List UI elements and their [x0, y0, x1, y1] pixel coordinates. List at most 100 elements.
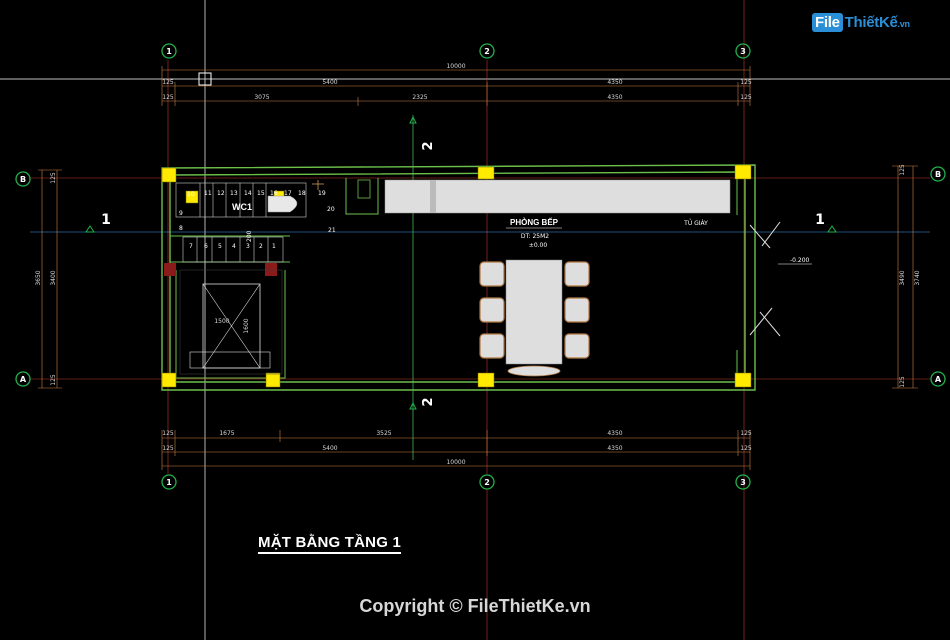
drawing-title: MẶT BẰNG TẦNG 1 [258, 534, 401, 554]
svg-text:1: 1 [272, 243, 276, 250]
grid-label: A [20, 375, 27, 384]
svg-text:125: 125 [50, 172, 57, 184]
svg-text:18: 18 [298, 190, 306, 197]
grid-label: 1 [166, 478, 172, 487]
kitchen-counter [384, 179, 731, 214]
grid-label: 2 [484, 478, 490, 487]
svg-text:5: 5 [218, 243, 222, 250]
logo-file: File [812, 13, 843, 32]
svg-text:125: 125 [162, 445, 174, 452]
grid-bubble-right-B [930, 166, 946, 182]
kitchen-level: ±0.00 [529, 242, 548, 249]
grid-bubbles: 1 2 3 1 2 3 B A B A [15, 43, 946, 490]
svg-text:16: 16 [270, 190, 278, 197]
svg-text:125: 125 [899, 164, 906, 176]
crosshair-box [198, 72, 212, 86]
svg-text:2: 2 [259, 243, 263, 250]
svg-text:17: 17 [284, 190, 292, 197]
svg-text:3075: 3075 [254, 94, 269, 101]
elevator-diagonal-2 [202, 283, 261, 369]
shower-icon [312, 180, 324, 190]
wc-label: WC1 [232, 202, 252, 212]
toilet-icon [267, 195, 298, 213]
dimension-lines-sides [38, 165, 918, 389]
logo-ext: .vn [897, 19, 910, 29]
svg-text:125: 125 [162, 79, 174, 86]
grid-label: 3 [740, 478, 746, 487]
svg-text:125: 125 [162, 430, 174, 437]
svg-text:12: 12 [217, 190, 225, 197]
entrance-doors [749, 221, 781, 337]
svg-text:10: 10 [187, 191, 195, 198]
svg-text:8: 8 [179, 225, 183, 232]
svg-text:19: 19 [318, 190, 326, 197]
elevator-hatch [179, 269, 283, 375]
svg-text:11: 11 [204, 190, 212, 197]
elevator-door [189, 351, 271, 369]
grid-bubble-right-A [930, 371, 946, 387]
dimension-text-sides: 125 3400 3650 125 125 3490 3740 125 [35, 164, 921, 388]
svg-text:125: 125 [50, 374, 57, 386]
svg-text:5400: 5400 [322, 79, 337, 86]
svg-text:3525: 3525 [376, 430, 391, 437]
svg-text:4350: 4350 [607, 79, 622, 86]
svg-text:125: 125 [162, 94, 174, 101]
grid-label: B [20, 175, 26, 184]
grid-bubble-left-A [15, 371, 31, 387]
svg-text:10000: 10000 [446, 63, 465, 70]
svg-text:7: 7 [189, 243, 193, 250]
svg-text:3490: 3490 [899, 270, 906, 285]
staircase [175, 182, 307, 263]
dining-table [505, 259, 563, 365]
svg-text:13: 13 [230, 190, 238, 197]
dimension-text-top: 10000 125 5400 4350 125 125 3075 2325 43… [162, 63, 752, 101]
svg-text:4350: 4350 [607, 94, 622, 101]
svg-text:3400: 3400 [50, 270, 57, 285]
sink-icon [357, 179, 371, 199]
svg-text:125: 125 [740, 79, 752, 86]
svg-text:3740: 3740 [914, 270, 921, 285]
elevator-width: 1500 [214, 318, 229, 325]
svg-text:14: 14 [244, 190, 252, 197]
svg-text:3650: 3650 [35, 270, 42, 285]
svg-text:10000: 10000 [446, 459, 465, 466]
grid-bubble-bottom-1 [161, 474, 177, 490]
svg-text:200: 200 [246, 230, 253, 242]
kitchen-area: DT: 25M2 [521, 233, 549, 240]
grid-label: 2 [484, 47, 490, 56]
grid-label: A [935, 375, 942, 384]
svg-text:4: 4 [232, 243, 236, 250]
dimension-text-bottom: 125 1675 3525 4350 125 125 5400 4350 125… [162, 430, 752, 466]
section-mark-1-left: 1 [101, 212, 111, 228]
exterior-level: -0.200 [790, 257, 810, 264]
shoe-cabinet-label: TỦ GIÀY [683, 219, 708, 227]
copyright-watermark: Copyright © FileThietKe.vn [359, 596, 591, 616]
svg-text:1675: 1675 [219, 430, 234, 437]
table-decor [507, 365, 561, 377]
svg-text:6: 6 [204, 243, 208, 250]
section-mark-2-top: 2 [421, 141, 436, 150]
grid-bubble-top-1 [161, 43, 177, 59]
svg-text:4350: 4350 [607, 430, 622, 437]
grid-bubble-bottom-2 [479, 474, 495, 490]
counter-divider [430, 180, 436, 213]
svg-text:125: 125 [740, 94, 752, 101]
svg-text:3: 3 [246, 243, 250, 250]
dimension-lines-bottom [161, 430, 751, 470]
grid-label: 1 [166, 47, 172, 56]
grid-bubble-left-B [15, 171, 31, 187]
svg-text:15: 15 [257, 190, 265, 197]
stair-numbers: 10 11 12 13 14 15 16 17 18 19 9 8 7 6 5 … [179, 190, 336, 250]
logo-name: ThiếtKế [844, 14, 898, 31]
svg-text:125: 125 [740, 445, 752, 452]
svg-text:20: 20 [327, 206, 335, 213]
dimension-lines-top [161, 66, 751, 106]
kitchen-label: PHÒNG BẾP [510, 217, 559, 227]
svg-text:21: 21 [328, 227, 336, 234]
grid-bubble-bottom-3 [735, 474, 751, 490]
svg-text:2325: 2325 [412, 94, 427, 101]
grid-bubble-top-3 [735, 43, 751, 59]
svg-text:125: 125 [899, 376, 906, 388]
